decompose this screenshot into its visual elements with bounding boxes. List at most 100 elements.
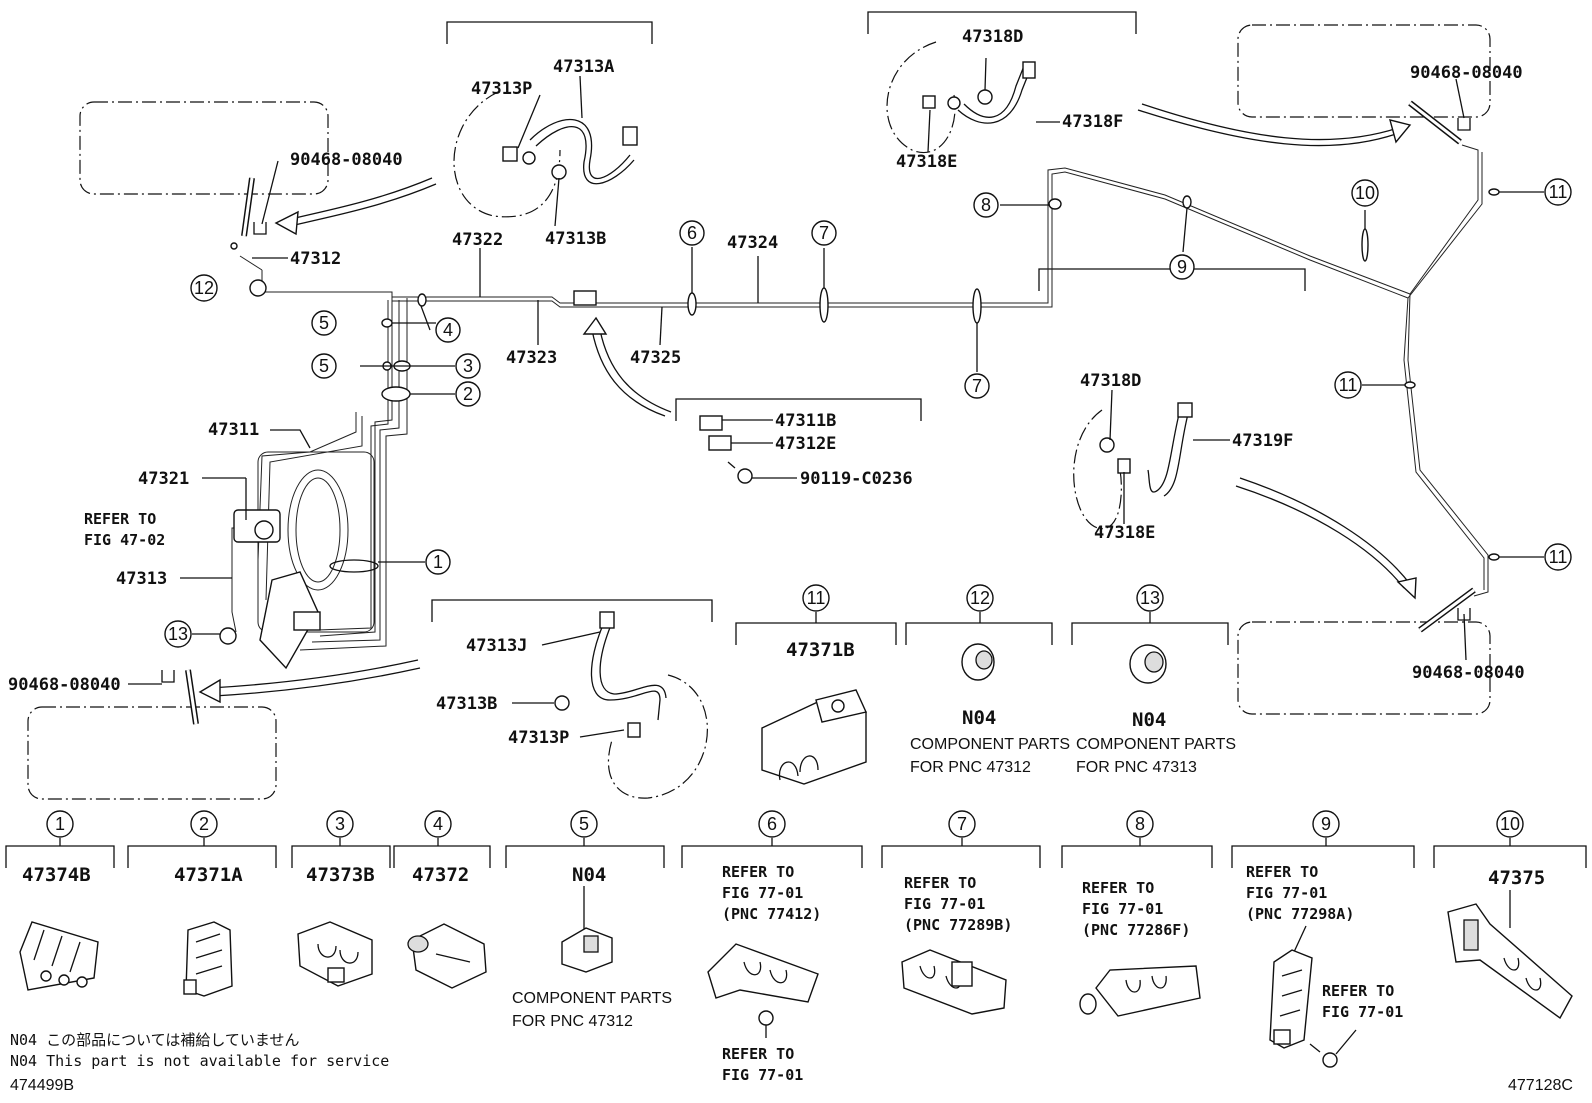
panel-b9-subrefer1: REFER TO [1322,982,1394,1000]
panel-b6-num: 6 [767,814,777,834]
label-47313A: 47313A [553,57,614,77]
panel-b5-line2: FOR PNC 47312 [512,1013,633,1030]
curved-arrows [198,103,1417,704]
panel-b7: 7 REFER TO FIG 77-01 (PNC 77289B) [881,810,1041,1015]
callout-10: 10 [1351,179,1379,207]
label-90119-C0236: 90119-C0236 [800,469,913,489]
reference-boxes [27,24,1491,800]
grommet-47313-icon [1129,644,1167,684]
panel-b5-part: N04 [572,864,606,886]
panel-b6: 6 REFER TO FIG 77-01 (PNC 77412) REFER T… [681,810,863,1084]
label-refer-47-02-a: REFER TO [84,510,156,528]
panel-b8-refer3: (PNC 77286F) [1082,921,1190,939]
label-47313J: 47313J [466,636,527,656]
panel-b5: 5 N04 COMPONENT PARTS FOR PNC 47312 [505,810,672,1030]
panel-b9-subrefer2: FIG 77-01 [1322,1003,1403,1021]
panel-b10-part: 47375 [1488,867,1545,889]
panel-b9-num: 9 [1321,814,1331,834]
panel-b2: 2 47371A [127,810,277,997]
panel-b8-num: 8 [1135,814,1145,834]
callout-11b: 11 [1334,371,1362,399]
callout-7a: 7 [811,220,837,246]
grommet-47312-icon [961,643,995,681]
callout-4: 4 [435,317,461,343]
label-47313P-top: 47313P [471,79,532,99]
panel-b7-num: 7 [957,814,967,834]
label-47313B-top: 47313B [545,229,606,249]
label-47324: 47324 [727,233,778,253]
label-47313B-bot: 47313B [436,694,497,714]
label-47325: 47325 [630,348,681,368]
callout-12: 12 [190,274,218,302]
callout-8: 8 [973,192,999,218]
clamp-77298A-icon [1269,949,1357,1068]
clamp-77412-icon [707,943,819,1038]
panel-b8-refer1: REFER TO [1082,879,1154,897]
callout-1: 1 [425,549,451,575]
panel-13: 13 N04 COMPONENT PARTS FOR PNC 47313 [1071,584,1236,776]
callout-13: 13 [164,620,192,648]
panel-b10-num: 10 [1500,814,1520,834]
label-47318E-top: 47318E [896,152,957,172]
svg-text:11: 11 [1549,547,1568,567]
panel-12-line1: COMPONENT PARTS [910,736,1070,753]
part-labels: 47313A 47313P 47313B 47322 90468-08040 4… [8,27,1525,748]
svg-text:12: 12 [194,278,214,298]
label-47318E-mid: 47318E [1094,523,1155,543]
label-47312: 47312 [290,249,341,269]
panel-12-line2: FOR PNC 47312 [910,759,1031,776]
leader-lines [128,57,1544,738]
svg-text:3: 3 [463,356,473,376]
label-90468-br: 90468-08040 [1412,663,1525,683]
master-cylinder [233,451,379,670]
label-47321: 47321 [138,469,189,489]
footer-code-right: 477128C [1508,1077,1573,1094]
panel-11: 11 47371B [735,584,897,785]
panel-b3-num: 3 [335,814,345,834]
panel-b9-refer1: REFER TO [1246,863,1318,881]
panel-b7-refer2: FIG 77-01 [904,895,985,913]
svg-text:4: 4 [443,320,453,340]
svg-text:13: 13 [168,624,188,644]
label-47319F: 47319F [1232,431,1293,451]
panel-b5-num: 5 [579,814,589,834]
svg-text:7: 7 [819,223,829,243]
footer-code-left: 474499B [10,1077,74,1094]
svg-text:8: 8 [981,195,991,215]
label-90468-tr: 90468-08040 [1410,63,1523,83]
panel-b5-line1: COMPONENT PARTS [512,990,672,1007]
callout-11a: 11 [1544,178,1572,206]
svg-text:5: 5 [319,356,329,376]
panel-b6-refer3: (PNC 77412) [722,905,821,923]
svg-text:7: 7 [972,376,982,396]
panel-b4-num: 4 [433,814,443,834]
panel-b8-refer2: FIG 77-01 [1082,900,1163,918]
pipe-clamps [219,188,1500,645]
panel-b1-num: 1 [55,814,65,834]
svg-text:9: 9 [1177,257,1187,277]
callout-11c: 11 [1544,543,1572,571]
svg-text:1: 1 [433,552,443,572]
label-47311B: 47311B [775,411,836,431]
label-47312E: 47312E [775,434,836,454]
label-90468-bl: 90468-08040 [8,675,121,695]
label-47322: 47322 [452,230,503,250]
clip-rods [161,100,1476,725]
label-47311: 47311 [208,420,259,440]
clamp-47374B-icon [19,921,99,991]
panel-b10: 10 47375 [1433,810,1587,1020]
label-47318F: 47318F [1062,112,1123,132]
callout-5b: 5 [311,353,337,379]
panel-13-line1: COMPONENT PARTS [1076,736,1236,753]
panel-b9-refer3: (PNC 77298A) [1246,905,1354,923]
footer-note-jp: N04 この部品については補給していません [10,1031,299,1049]
callout-7b: 7 [964,373,990,399]
panel-b2-part: 47371A [174,864,243,886]
panel-b9: 9 REFER TO FIG 77-01 (PNC 77298A) REFER … [1231,810,1415,1068]
panel-12: 12 N04 COMPONENT PARTS FOR PNC 47312 [905,584,1070,776]
panel-b3: 3 47373B [291,810,391,987]
clamp-77289B-icon [901,949,1007,1015]
panel-b6-refer1: REFER TO [722,863,794,881]
clamp-77286F-icon [1079,965,1201,1017]
